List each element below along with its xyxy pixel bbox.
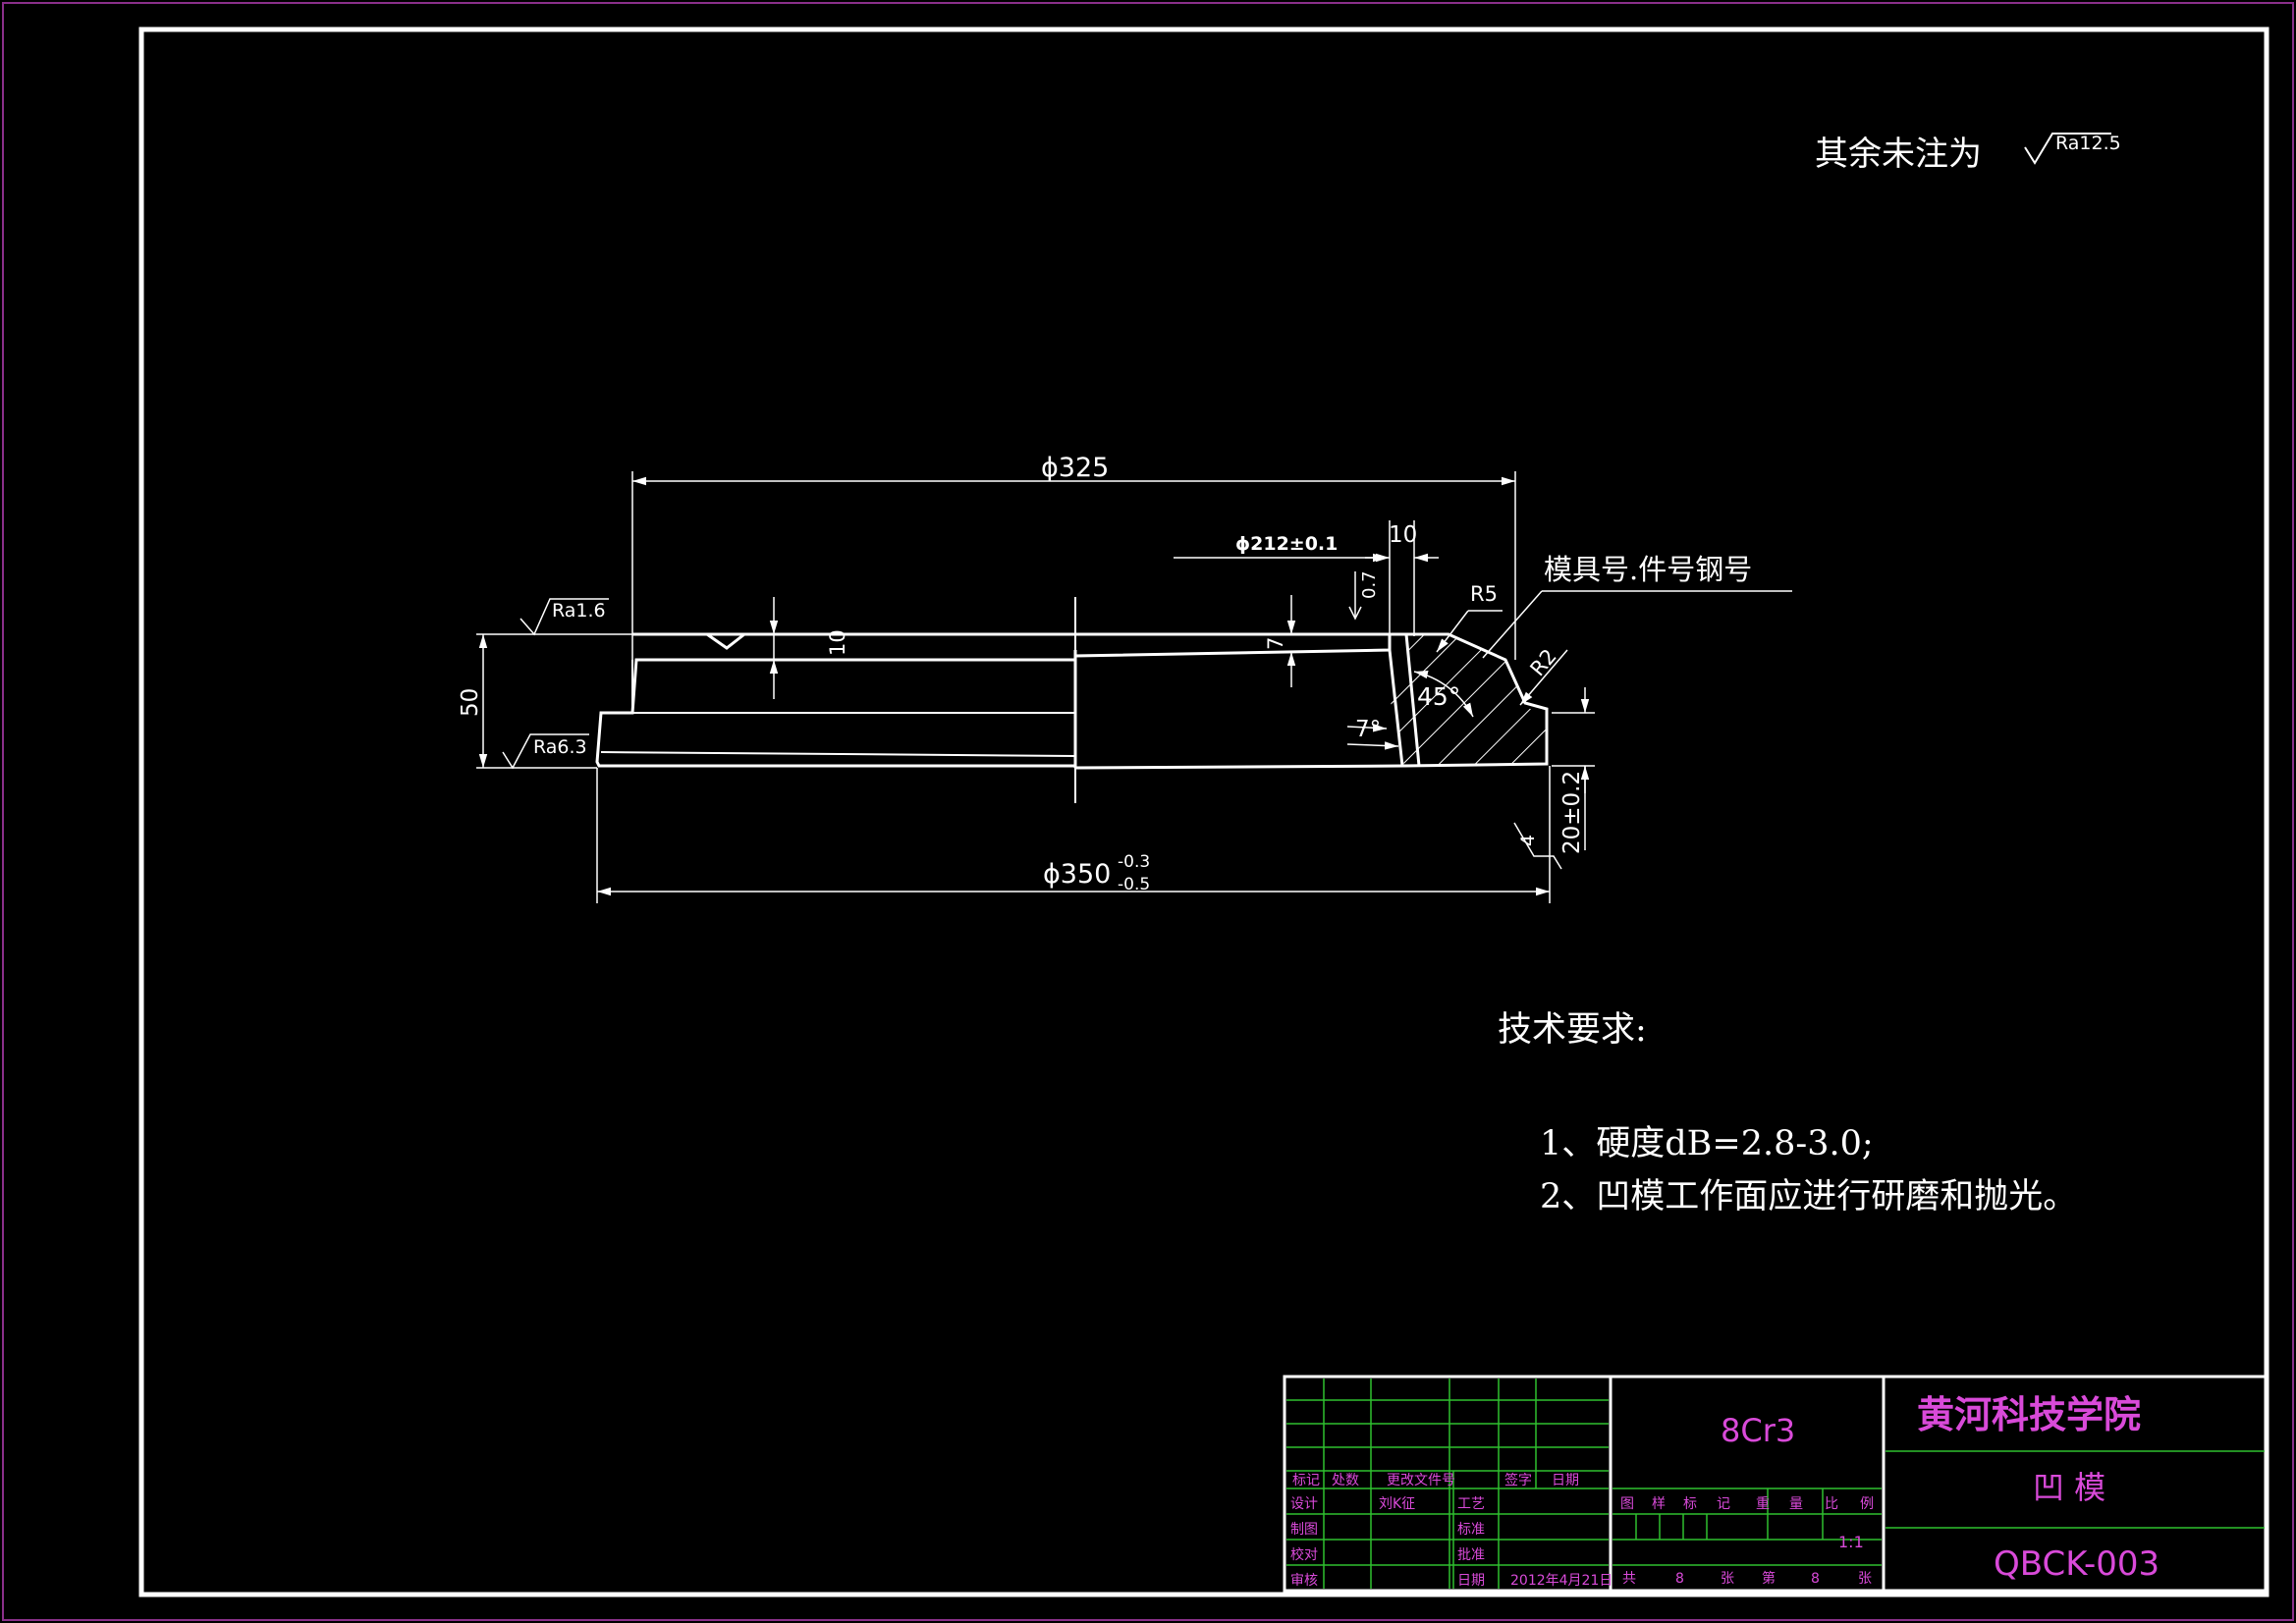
svg-text:共: 共 <box>1622 1571 1636 1587</box>
mark-label: 模具号.件号钢号 <box>1544 553 1752 586</box>
svg-text:日期: 日期 <box>1457 1573 1485 1589</box>
part-name: 凹 模 <box>2033 1469 2105 1506</box>
scale-value: 1:1 <box>1838 1533 1864 1551</box>
mark-leader: 模具号.件号钢号 <box>1482 553 1792 659</box>
material-label: 8Cr3 <box>1721 1412 1795 1449</box>
svg-text:处数: 处数 <box>1332 1473 1359 1488</box>
dim-7deg: 7° <box>1346 717 1399 750</box>
part-outline <box>595 632 1392 768</box>
svg-text:张: 张 <box>1858 1571 1872 1587</box>
svg-text:批准: 批准 <box>1457 1547 1485 1563</box>
roughness-top-value: Ra1.6 <box>552 600 606 622</box>
svg-text:图: 图 <box>1620 1496 1634 1512</box>
drawing-date: 2012年4月21日 <box>1510 1573 1613 1589</box>
dim-d350-lower-tol: -0.5 <box>1118 875 1150 894</box>
svg-text:量: 量 <box>1789 1496 1803 1512</box>
dim-7-vertical-label: 7 <box>1264 637 1287 650</box>
svg-text:张: 张 <box>1721 1571 1734 1587</box>
svg-text:工艺: 工艺 <box>1457 1496 1485 1512</box>
revision-headers: 标记 处数 更改文件号 签字 日期 <box>1292 1472 1579 1488</box>
stage-grid <box>1613 1488 1882 1566</box>
dim-d325: ϕ325 <box>631 453 1516 660</box>
title-block: 标记 处数 更改文件号 签字 日期 设计 制图 校对 审核 刘K征 工艺 标准 … <box>1283 1375 2269 1593</box>
school-name: 黄河科技学院 <box>1917 1393 2141 1436</box>
tech-req-item-1: 1、硬度dB=2.8-3.0; <box>1540 1124 1874 1163</box>
dim-10-top-label: 10 <box>1389 522 1417 548</box>
dim-d350-label: ϕ350 <box>1043 859 1111 890</box>
svg-text:8: 8 <box>1811 1571 1820 1587</box>
revision-grid <box>1286 1379 1609 1589</box>
svg-text:审核: 审核 <box>1290 1573 1318 1589</box>
roughness-symbol-bottom: Ra6.3 <box>502 733 589 770</box>
part-section-view <box>595 597 1549 803</box>
dim-r2-label: R2 <box>1525 644 1560 680</box>
svg-text:更改文件号: 更改文件号 <box>1387 1473 1455 1488</box>
dim-10-top: 10 <box>1365 520 1439 636</box>
dim-d350: ϕ350 -0.3 -0.5 <box>596 766 1551 903</box>
svg-text:例: 例 <box>1860 1496 1874 1512</box>
svg-text:签字: 签字 <box>1504 1472 1532 1488</box>
svg-text:重: 重 <box>1756 1496 1770 1512</box>
drawing-frame <box>138 27 2269 1597</box>
svg-text:第: 第 <box>1762 1570 1776 1587</box>
svg-text:记: 记 <box>1717 1496 1730 1512</box>
global-roughness-note: 其余未注为 <box>1815 135 1982 174</box>
dim-4-label: 4 <box>1517 835 1539 846</box>
dim-r2: R2 <box>1519 644 1568 706</box>
dim-0.7: 0.7 <box>1348 570 1380 621</box>
roughness-symbol-global: Ra12.5 <box>2024 133 2121 165</box>
dim-45deg-label: 45° <box>1417 682 1460 711</box>
svg-text:标: 标 <box>1683 1496 1697 1512</box>
roughness-symbol-top: Ra1.6 <box>519 598 609 636</box>
dim-20: 20±0.2 <box>1552 687 1595 854</box>
dim-50: 50 <box>458 633 632 769</box>
dim-20-label: 20±0.2 <box>1559 771 1585 854</box>
stage-headers: 图 样 标 记 重 量 比 例 1:1 <box>1620 1496 1874 1551</box>
drawing-number: QBCK-003 <box>1994 1544 2159 1584</box>
svg-text:制图: 制图 <box>1290 1522 1318 1538</box>
dim-d212-label: ϕ212±0.1 <box>1235 533 1338 555</box>
global-roughness-value: Ra12.5 <box>2055 133 2121 154</box>
svg-text:标准: 标准 <box>1457 1522 1485 1538</box>
sheet-row: 共 8 张 第 8 张 <box>1622 1570 1872 1587</box>
dim-10-vertical: 10 <box>769 597 849 699</box>
technical-requirements: 技术要求: 1、硬度dB=2.8-3.0; 2、凹模工作面应进行研磨和抛光。 <box>1498 1010 2077 1217</box>
tech-req-item-2: 2、凹模工作面应进行研磨和抛光。 <box>1540 1177 2077 1217</box>
dim-50-label: 50 <box>458 688 483 717</box>
dim-7-vertical: 7 <box>1264 595 1296 687</box>
dim-7deg-label: 7° <box>1355 717 1381 742</box>
signature-labels-mid: 工艺 标准 批准 日期 2012年4月21日 <box>1457 1496 1613 1589</box>
roughness-bottom-value: Ra6.3 <box>533 736 587 758</box>
dim-4: 4 <box>1513 822 1562 870</box>
dim-0.7-label: 0.7 <box>1359 570 1380 599</box>
designer-name: 刘K征 <box>1379 1496 1415 1512</box>
dim-d350-upper-tol: -0.3 <box>1118 852 1150 872</box>
svg-text:设计: 设计 <box>1290 1496 1318 1512</box>
dim-45deg: 45° <box>1413 670 1474 718</box>
dim-10-vertical-label: 10 <box>826 629 849 656</box>
svg-text:校对: 校对 <box>1290 1546 1318 1563</box>
signature-labels-left: 设计 制图 校对 审核 刘K征 <box>1290 1496 1415 1589</box>
svg-text:样: 样 <box>1652 1496 1666 1512</box>
svg-text:标记: 标记 <box>1292 1473 1320 1488</box>
tech-req-title: 技术要求: <box>1498 1010 1647 1050</box>
dim-d325-label: ϕ325 <box>1041 453 1109 483</box>
svg-text:8: 8 <box>1675 1571 1684 1587</box>
svg-text:比: 比 <box>1825 1496 1838 1512</box>
dim-d212: ϕ212±0.1 <box>1174 533 1387 563</box>
dim-r5-label: R5 <box>1470 582 1498 606</box>
svg-text:日期: 日期 <box>1552 1473 1579 1488</box>
dim-r5: R5 <box>1436 582 1503 653</box>
